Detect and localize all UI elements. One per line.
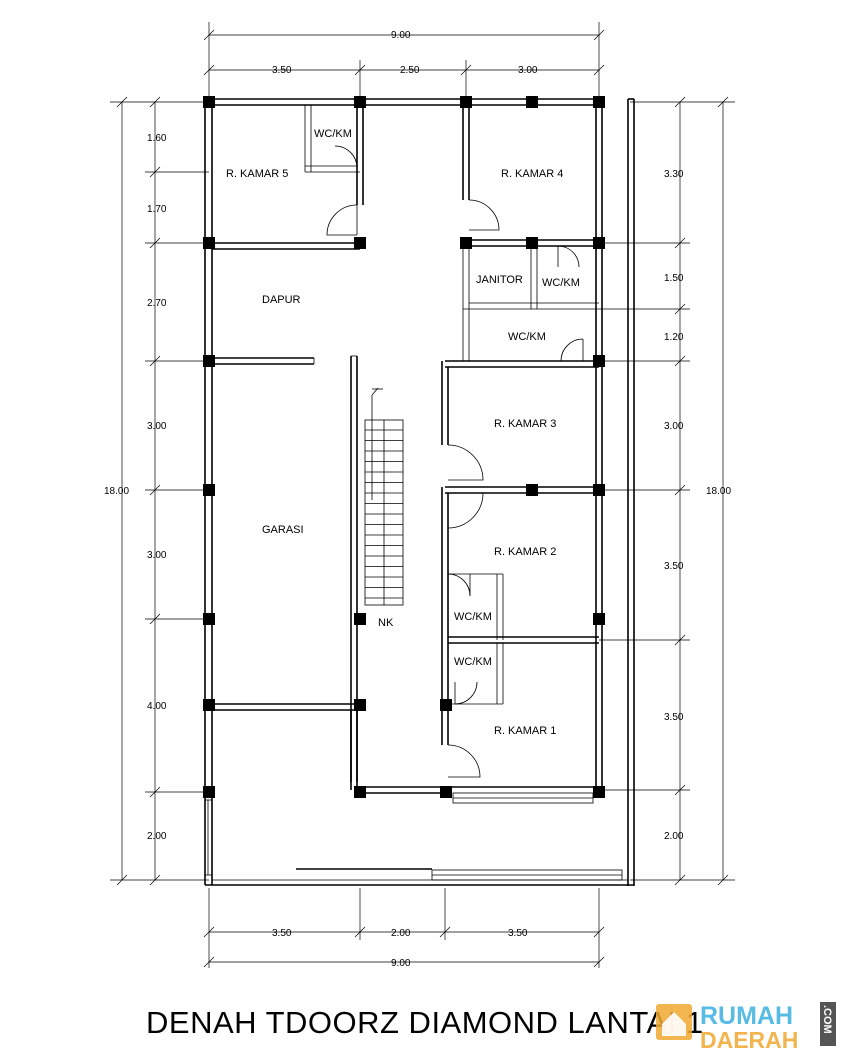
dim-top-2: 2.50 — [400, 65, 420, 76]
watermark-line1: RUMAH — [700, 1002, 793, 1030]
room-label-kamar1: R. KAMAR 1 — [494, 725, 556, 737]
dim-left-7: 2.00 — [147, 831, 167, 842]
structural-columns — [203, 96, 605, 798]
room-label-garasi: GARASI — [262, 524, 304, 536]
room-label-wckm4: WC/KM — [542, 277, 580, 289]
stair-label: NK — [378, 617, 394, 629]
dim-bottom-2: 2.00 — [391, 928, 411, 939]
dim-left-4: 3.00 — [147, 421, 167, 432]
room-label-wckm5: WC/KM — [314, 128, 352, 140]
watermark-line2: DAERAH — [700, 1027, 798, 1053]
dim-right-1: 3.30 — [664, 169, 684, 180]
room-labels: R. KAMAR 5 WC/KM R. KAMAR 4 JANITOR WC/K… — [226, 128, 580, 737]
dim-right-3: 1.20 — [664, 332, 684, 343]
dim-bottom-3: 3.50 — [508, 928, 528, 939]
dim-left-2: 1.70 — [147, 204, 167, 215]
dim-top-total: 9.00 — [391, 30, 411, 41]
dim-top-3: 3.00 — [518, 65, 538, 76]
dim-right-4: 3.00 — [664, 421, 684, 432]
dimension-labels: 9.00 3.50 2.50 3.00 3.50 2.00 3.50 9.00 … — [104, 30, 731, 969]
dimension-lines — [110, 22, 735, 968]
staircase — [364, 387, 404, 606]
room-label-janitor: JANITOR — [476, 274, 523, 286]
watermark-logo: RUMAH DAERAH .COM — [656, 1002, 836, 1053]
dim-left-6: 4.00 — [147, 701, 167, 712]
room-label-dapur: DAPUR — [262, 294, 301, 306]
dim-top-1: 3.50 — [272, 65, 292, 76]
dim-left-3: 2.70 — [147, 298, 167, 309]
doors — [326, 145, 584, 778]
walls — [204, 98, 635, 886]
room-label-wckm2: WC/KM — [454, 611, 492, 623]
watermark-suffix: .COM — [821, 1005, 833, 1034]
dim-right-2: 1.50 — [664, 273, 684, 284]
dim-bottom-total: 9.00 — [391, 958, 411, 969]
dim-right-6: 3.50 — [664, 712, 684, 723]
room-label-kamar2: R. KAMAR 2 — [494, 546, 556, 558]
dim-left-5: 3.00 — [147, 550, 167, 561]
dim-left-1: 1.60 — [147, 133, 167, 144]
room-label-wckm1: WC/KM — [454, 656, 492, 668]
room-label-kamar5: R. KAMAR 5 — [226, 168, 288, 180]
dim-left-total: 18.00 — [104, 486, 129, 497]
dim-right-5: 3.50 — [664, 561, 684, 572]
room-label-wckm-mid: WC/KM — [508, 331, 546, 343]
room-label-kamar3: R. KAMAR 3 — [494, 418, 556, 430]
room-label-kamar4: R. KAMAR 4 — [501, 168, 563, 180]
dim-right-7: 2.00 — [664, 831, 684, 842]
page-title: DENAH TDOORZ DIAMOND LANTAI 1 — [146, 1005, 704, 1040]
dim-right-total: 18.00 — [706, 486, 731, 497]
dim-bottom-1: 3.50 — [272, 928, 292, 939]
windows — [204, 792, 623, 881]
